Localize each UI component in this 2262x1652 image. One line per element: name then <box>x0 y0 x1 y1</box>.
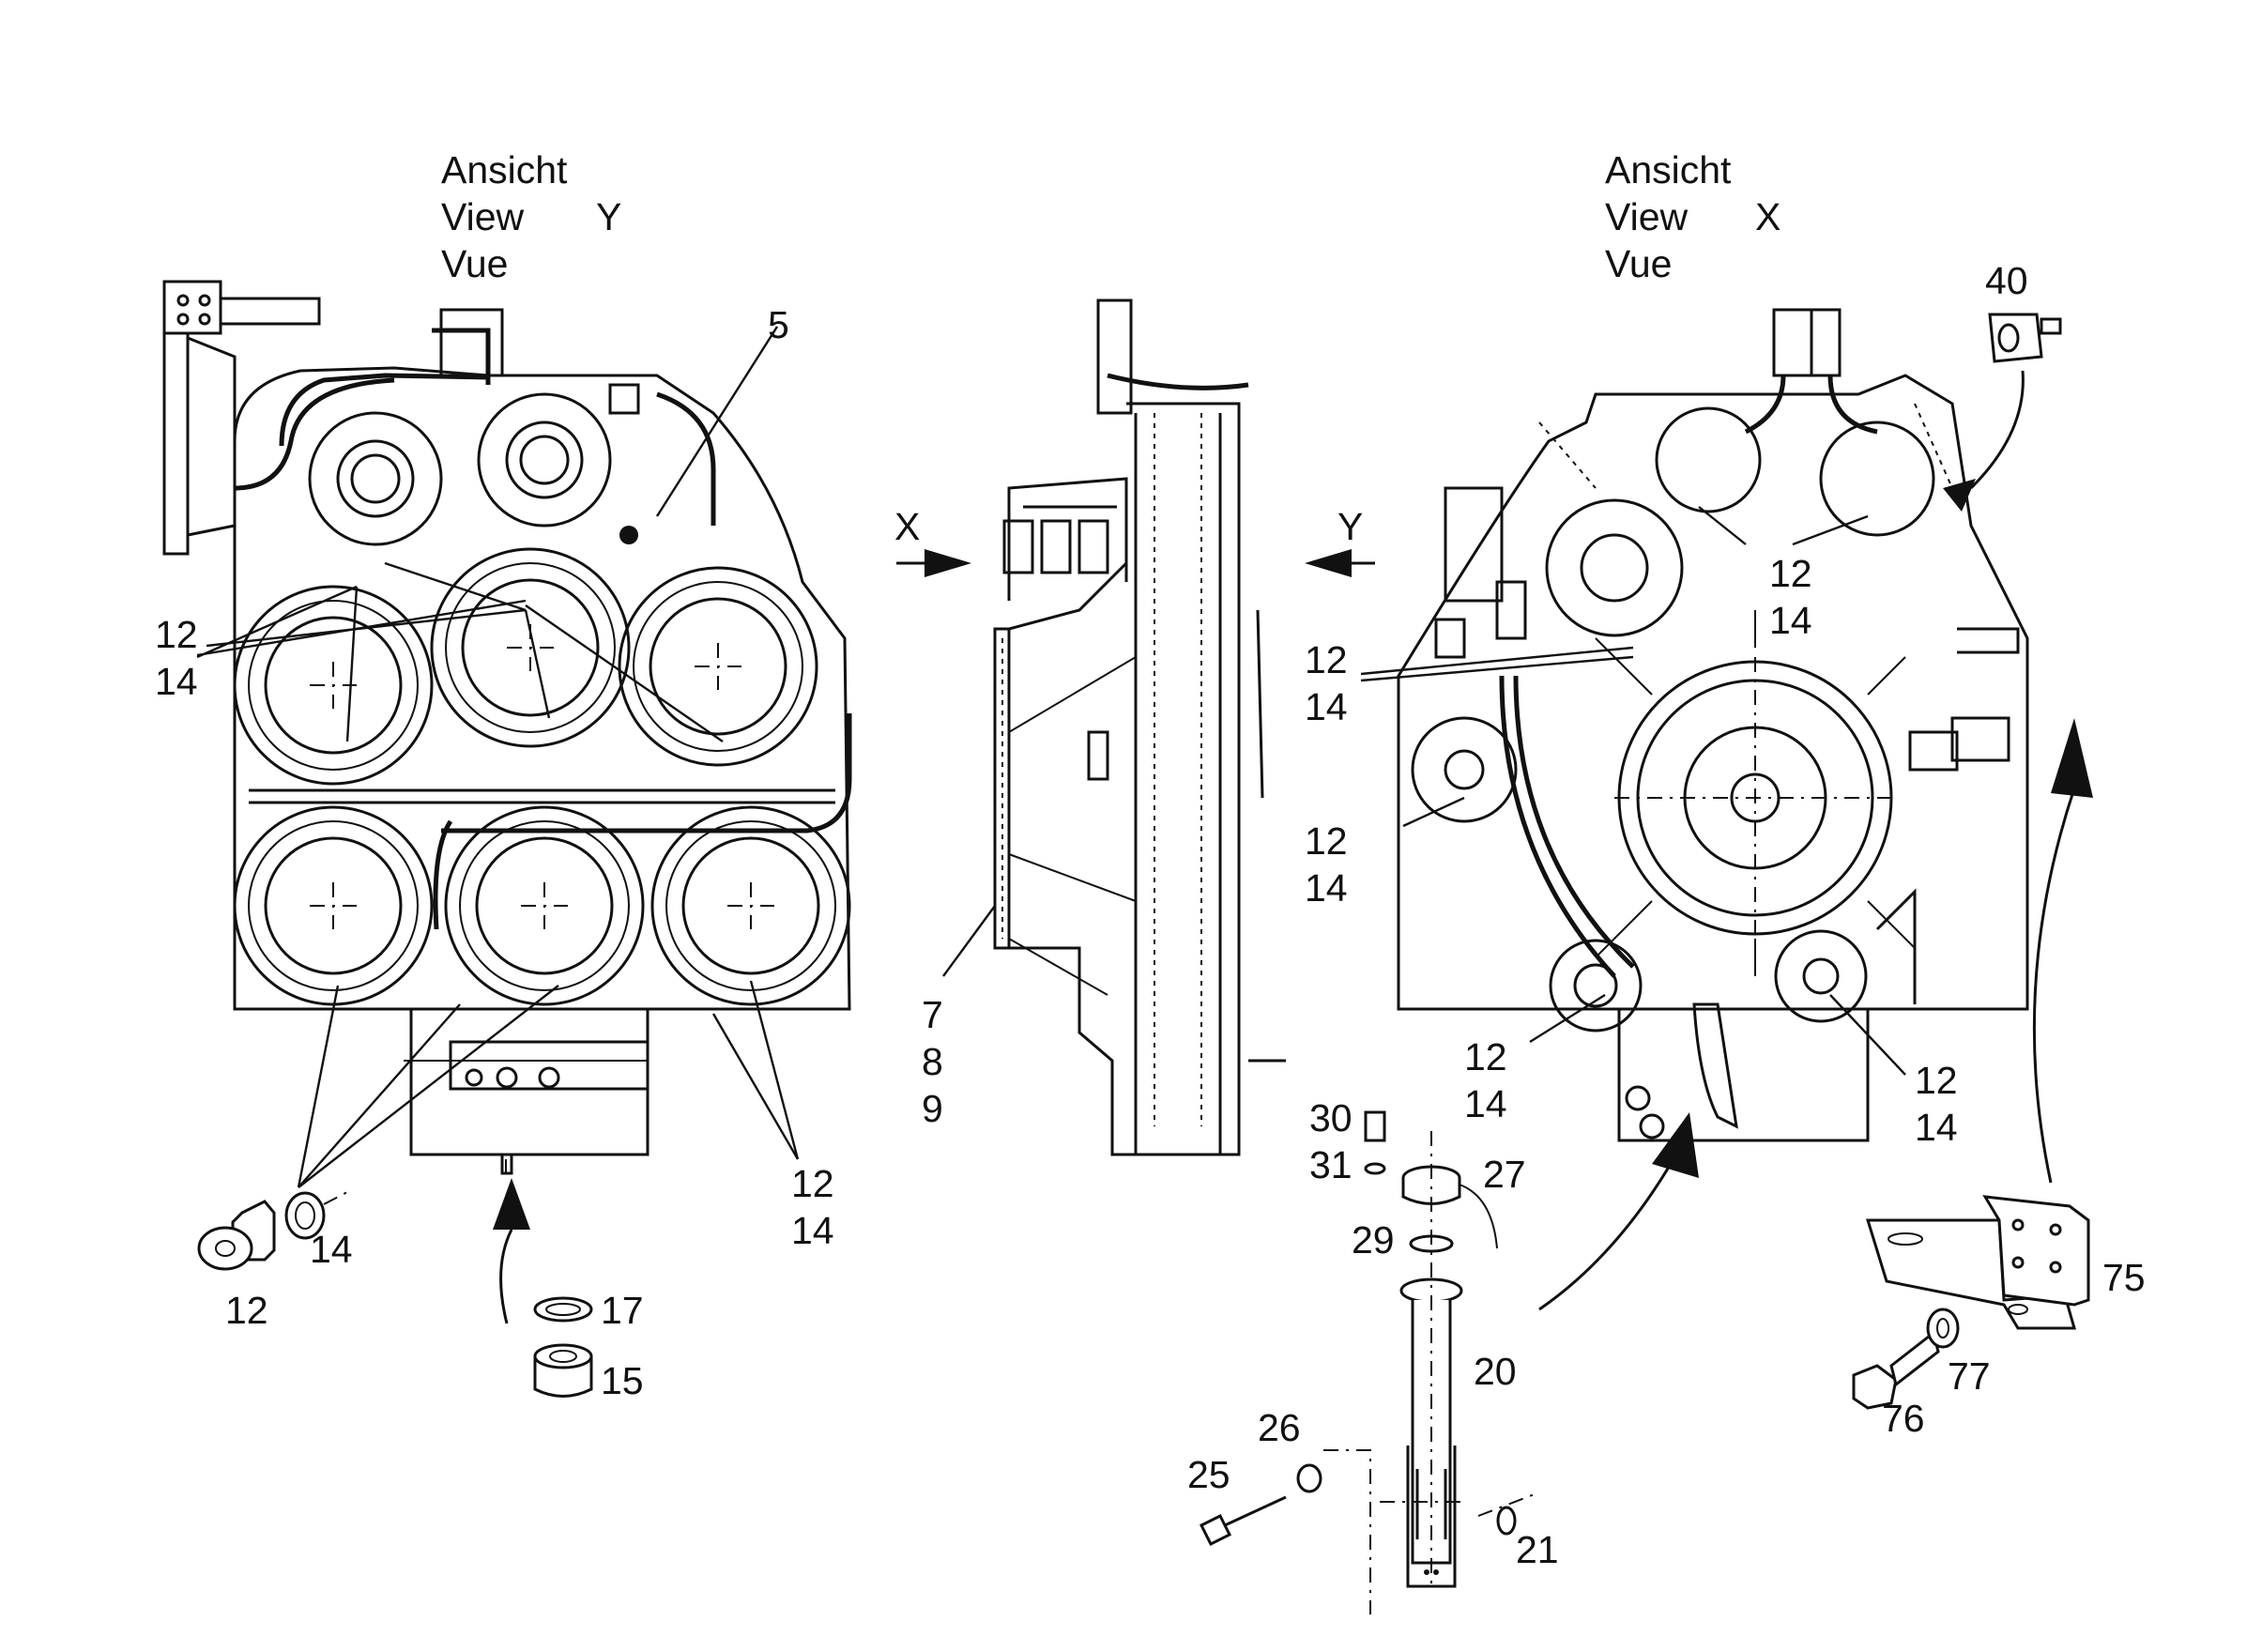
callout-12-e: 12 <box>1305 819 1348 863</box>
callout-77: 77 <box>1948 1354 1991 1398</box>
callout-12-f: 12 <box>1464 1035 1507 1078</box>
callout-75: 75 <box>2102 1256 2146 1299</box>
washer-77 <box>1926 1308 1960 1349</box>
housing-side-view <box>993 298 1286 1156</box>
callout-76: 76 <box>1882 1397 1925 1440</box>
view-x-line3: Vue <box>1605 242 1672 285</box>
callout-21: 21 <box>1516 1528 1559 1571</box>
view-x-line2: View <box>1605 195 1689 238</box>
callout-14-d: 14 <box>1769 599 1812 642</box>
leader-lines <box>196 326 1906 1188</box>
callout-14-e: 14 <box>1305 866 1348 910</box>
bolt-76 <box>1852 1330 1940 1410</box>
callout-14-b: 14 <box>791 1209 834 1252</box>
seal-ring-14 <box>284 1191 326 1240</box>
screw-30 <box>1364 1110 1386 1142</box>
callout-12-plug: 12 <box>225 1289 268 1332</box>
callout-8: 8 <box>922 1040 943 1083</box>
callout-14-ring: 14 <box>310 1228 353 1271</box>
callout-12-a: 12 <box>155 613 198 656</box>
callout-30: 30 <box>1309 1096 1353 1140</box>
washer-31 <box>1364 1162 1386 1175</box>
bracket-75 <box>1865 1195 2090 1330</box>
arrow-label-x: X <box>894 505 920 548</box>
callout-14-f: 14 <box>1464 1082 1507 1125</box>
arrow-label-y: Y <box>1337 505 1363 548</box>
callout-12-b: 12 <box>791 1162 834 1205</box>
callout-25: 25 <box>1187 1453 1230 1496</box>
callout-7: 7 <box>922 993 943 1036</box>
view-x-line1: Ansicht <box>1605 148 1732 191</box>
callout-31: 31 <box>1309 1143 1353 1186</box>
view-y-letter: Y <box>596 195 621 238</box>
callout-14-a: 14 <box>155 660 198 703</box>
callout-17: 17 <box>601 1289 644 1332</box>
plug-screw-12 <box>197 1200 276 1271</box>
bolt-25 <box>1199 1495 1287 1547</box>
view-y-line2: View <box>441 195 525 238</box>
callout-5: 5 <box>768 303 789 346</box>
callout-14-g: 14 <box>1915 1106 1958 1149</box>
view-x-caption: Ansicht View X Vue <box>1605 148 1781 285</box>
o-ring-21 <box>1496 1506 1517 1536</box>
callout-12-g: 12 <box>1915 1059 1958 1102</box>
view-y-caption: Ansicht View Y Vue <box>441 148 621 285</box>
view-x-letter: X <box>1755 195 1781 238</box>
bearing-bore-row-lower <box>233 805 851 1006</box>
callout-27: 27 <box>1483 1153 1526 1196</box>
callout-12-c: 12 <box>1305 638 1348 681</box>
callout-9: 9 <box>922 1087 943 1130</box>
view-y-line1: Ansicht <box>441 148 568 191</box>
callout-29: 29 <box>1352 1218 1395 1262</box>
callout-20: 20 <box>1474 1350 1517 1393</box>
housing-view-x <box>1397 308 2029 1142</box>
view-y-line3: Vue <box>441 242 508 285</box>
callout-15: 15 <box>601 1359 644 1402</box>
housing-view-y <box>162 280 852 1175</box>
washer-26 <box>1296 1463 1322 1493</box>
connector-40 <box>1988 313 2062 363</box>
callout-26: 26 <box>1258 1406 1301 1449</box>
callout-40: 40 <box>1985 259 2028 302</box>
callout-12-d: 12 <box>1769 552 1812 595</box>
callout-14-c: 14 <box>1305 685 1348 728</box>
bearing-bore-row-upper <box>233 547 818 786</box>
drain-plug-15 <box>533 1296 593 1398</box>
